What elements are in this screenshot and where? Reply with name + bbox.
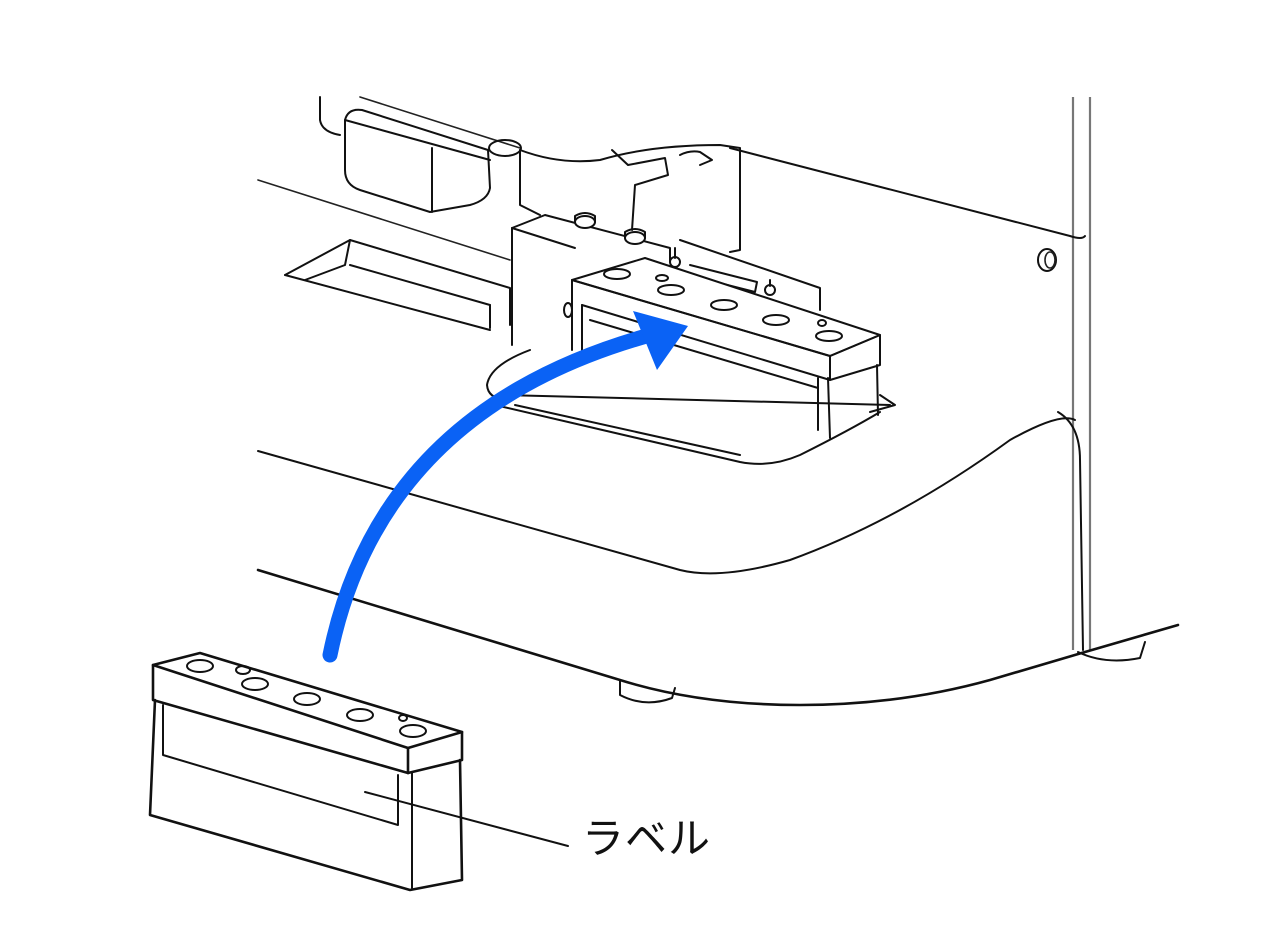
upper-mechanism (284, 96, 741, 346)
label-callout-text: ラベル (582, 814, 712, 863)
installed-block-in-holder (563, 239, 881, 439)
instrument-side-panel (729, 97, 1092, 650)
label-leader-line (364, 791, 569, 847)
insert-direction-arrow (322, 311, 688, 663)
instrument-body (256, 179, 1180, 707)
loose-block-with-label (148, 651, 464, 892)
